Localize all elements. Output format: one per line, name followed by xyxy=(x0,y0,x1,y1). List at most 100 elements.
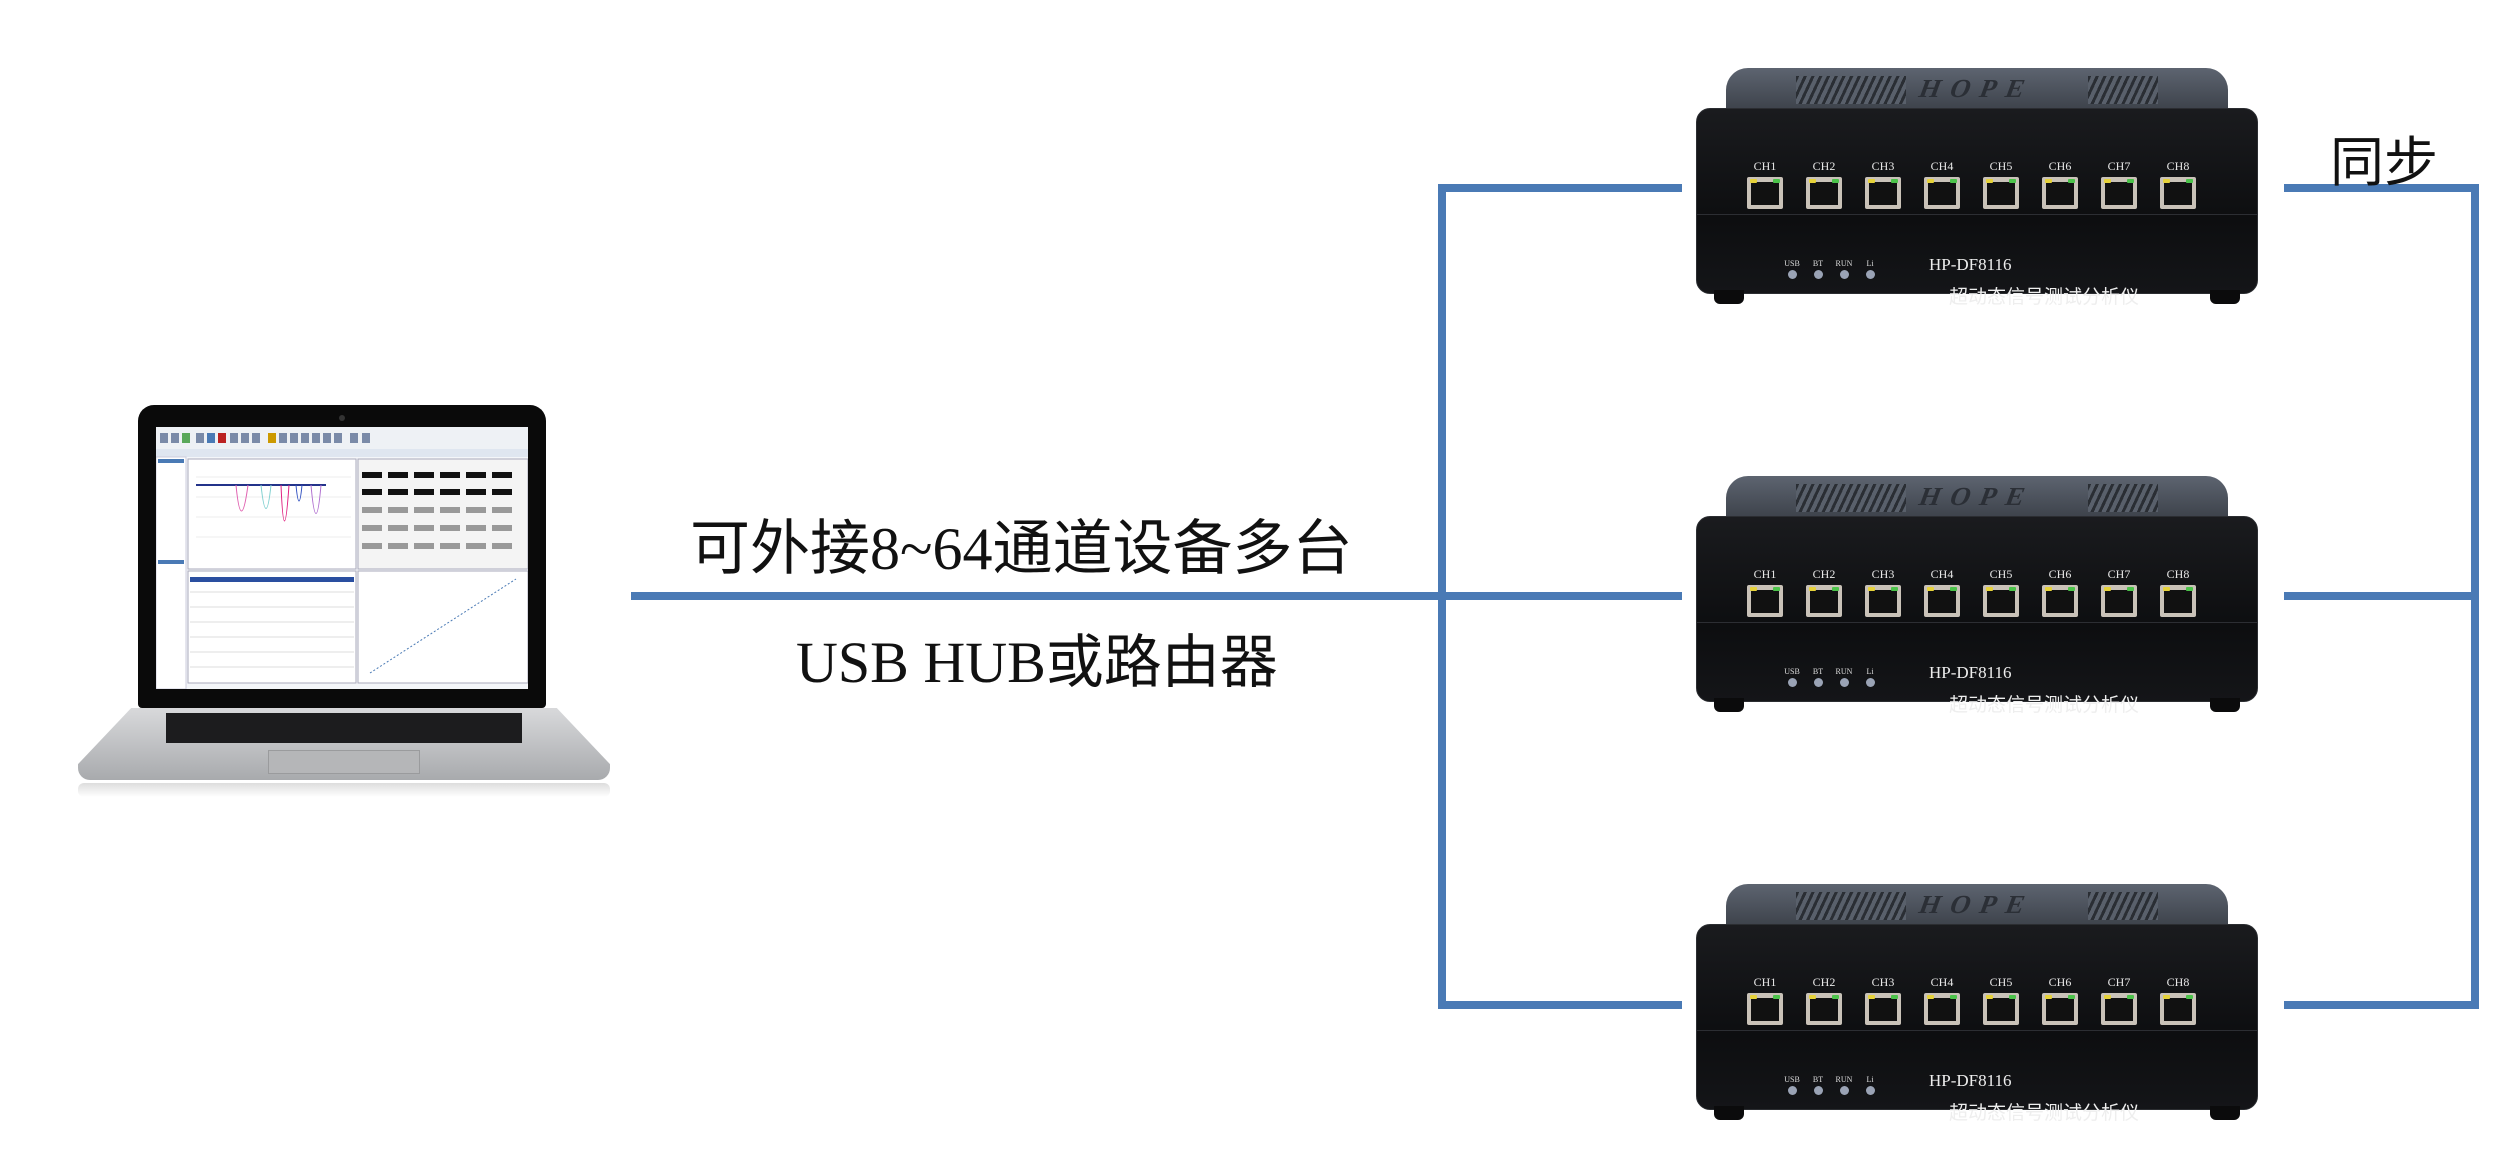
rj45-port-icon xyxy=(1865,177,1901,209)
channel-port[interactable]: CH8 xyxy=(2158,159,2198,209)
channel-port[interactable]: CH7 xyxy=(2099,159,2139,209)
device-model: HP-DF8116 xyxy=(1929,1071,2012,1090)
indicator-led-icon xyxy=(1839,1086,1849,1095)
rj45-port-icon xyxy=(1747,177,1783,209)
laptop-reflection xyxy=(78,783,610,797)
channel-port[interactable]: CH3 xyxy=(1863,159,1903,209)
rj45-port-icon xyxy=(1806,993,1842,1025)
rj45-port-icon xyxy=(2160,993,2196,1025)
laptop-screen-software xyxy=(156,427,528,689)
port-led-icon xyxy=(2009,179,2016,183)
camera-icon xyxy=(339,415,345,421)
indicator-label: Li xyxy=(1866,667,1874,676)
software-screenshot xyxy=(156,427,528,689)
device-foot xyxy=(2210,698,2240,712)
rj45-port-icon xyxy=(1983,585,2019,617)
vent-grille xyxy=(1796,892,1906,920)
channel-label: CH6 xyxy=(2048,975,2072,989)
port-led-icon xyxy=(2045,179,2052,183)
signal-analyzer-device: HOPE CH1 CH2 CH3 CH4 xyxy=(1696,476,2258,716)
channel-label: CH6 xyxy=(2048,159,2072,173)
channel-label: CH8 xyxy=(2166,975,2190,989)
channel-port[interactable]: CH4 xyxy=(1922,159,1962,209)
rj45-port-icon xyxy=(1924,585,1960,617)
vent-grille xyxy=(2088,76,2158,104)
port-led-icon xyxy=(2045,995,2052,999)
channel-label: CH2 xyxy=(1812,159,1836,173)
port-led-icon xyxy=(2104,179,2111,183)
channel-label: CH6 xyxy=(2048,567,2072,581)
channel-port[interactable]: CH5 xyxy=(1981,567,2021,617)
indicator-led-icon xyxy=(1839,678,1849,687)
indicator-led-icon xyxy=(1839,270,1849,279)
port-led-icon xyxy=(1891,179,1898,183)
port-led-icon xyxy=(1832,995,1839,999)
vent-grille xyxy=(1796,76,1906,104)
channel-port[interactable]: CH5 xyxy=(1981,159,2021,209)
channel-port[interactable]: CH8 xyxy=(2158,567,2198,617)
channel-port[interactable]: CH2 xyxy=(1804,159,1844,209)
channel-port[interactable]: CH4 xyxy=(1922,567,1962,617)
channel-label: CH3 xyxy=(1871,159,1895,173)
branch-line-3 xyxy=(1438,1001,1682,1009)
port-led-icon xyxy=(1750,179,1757,183)
port-led-icon xyxy=(2163,995,2170,999)
device-top-cover: HOPE xyxy=(1726,884,2228,930)
channel-port[interactable]: CH2 xyxy=(1804,975,1844,1025)
channel-port[interactable]: CH4 xyxy=(1922,975,1962,1025)
main-connection-line xyxy=(631,592,1446,600)
channel-port[interactable]: CH2 xyxy=(1804,567,1844,617)
port-led-icon xyxy=(2068,179,2075,183)
port-led-icon xyxy=(1750,995,1757,999)
channel-port[interactable]: CH5 xyxy=(1981,975,2021,1025)
device-foot xyxy=(2210,290,2240,304)
status-indicator: USB xyxy=(1781,1075,1803,1095)
status-indicator: Li xyxy=(1859,259,1881,279)
channel-port[interactable]: CH6 xyxy=(2040,159,2080,209)
device-top-cover: HOPE xyxy=(1726,476,2228,522)
port-led-icon xyxy=(1868,179,1875,183)
indicator-label: RUN xyxy=(1835,1075,1853,1084)
device-foot xyxy=(1714,290,1744,304)
port-led-icon xyxy=(1927,995,1934,999)
device-name: 超动态信号测试分析仪 xyxy=(1949,1103,2140,1124)
channel-port[interactable]: CH1 xyxy=(1745,159,1785,209)
port-led-icon xyxy=(2127,995,2134,999)
port-led-icon xyxy=(2045,587,2052,591)
rj45-port-icon xyxy=(2101,177,2137,209)
device-foot xyxy=(2210,1106,2240,1120)
port-led-icon xyxy=(1950,587,1957,591)
channel-port[interactable]: CH6 xyxy=(2040,975,2080,1025)
channel-label: CH5 xyxy=(1989,159,2013,173)
channel-port[interactable]: CH7 xyxy=(2099,567,2139,617)
rj45-port-icon xyxy=(1806,177,1842,209)
port-led-icon xyxy=(1809,995,1816,999)
port-led-icon xyxy=(1832,587,1839,591)
device-logo: HOPE xyxy=(1915,74,2040,103)
channel-port[interactable]: CH7 xyxy=(2099,975,2139,1025)
channel-port[interactable]: CH3 xyxy=(1863,975,1903,1025)
indicator-led-icon xyxy=(1813,678,1823,687)
panel-seam xyxy=(1697,214,2257,215)
channel-port[interactable]: CH6 xyxy=(2040,567,2080,617)
rj45-port-icon xyxy=(1924,177,1960,209)
channel-label: CH2 xyxy=(1812,567,1836,581)
channel-label: CH1 xyxy=(1753,975,1777,989)
indicator-led-icon xyxy=(1813,270,1823,279)
port-led-icon xyxy=(2127,587,2134,591)
indicator-led-icon xyxy=(1865,1086,1875,1095)
rj45-port-icon xyxy=(1865,993,1901,1025)
rj45-port-icon xyxy=(1924,993,1960,1025)
rj45-port-icon xyxy=(2101,585,2137,617)
channel-port[interactable]: CH8 xyxy=(2158,975,2198,1025)
port-led-icon xyxy=(1986,587,1993,591)
branch-line-2 xyxy=(1438,592,1682,600)
port-led-icon xyxy=(1773,995,1780,999)
port-led-icon xyxy=(1986,995,1993,999)
status-indicator: RUN xyxy=(1833,667,1855,687)
sync-line-3 xyxy=(2284,1001,2479,1009)
channel-port[interactable]: CH1 xyxy=(1745,567,1785,617)
channel-port[interactable]: CH3 xyxy=(1863,567,1903,617)
channel-port[interactable]: CH1 xyxy=(1745,975,1785,1025)
